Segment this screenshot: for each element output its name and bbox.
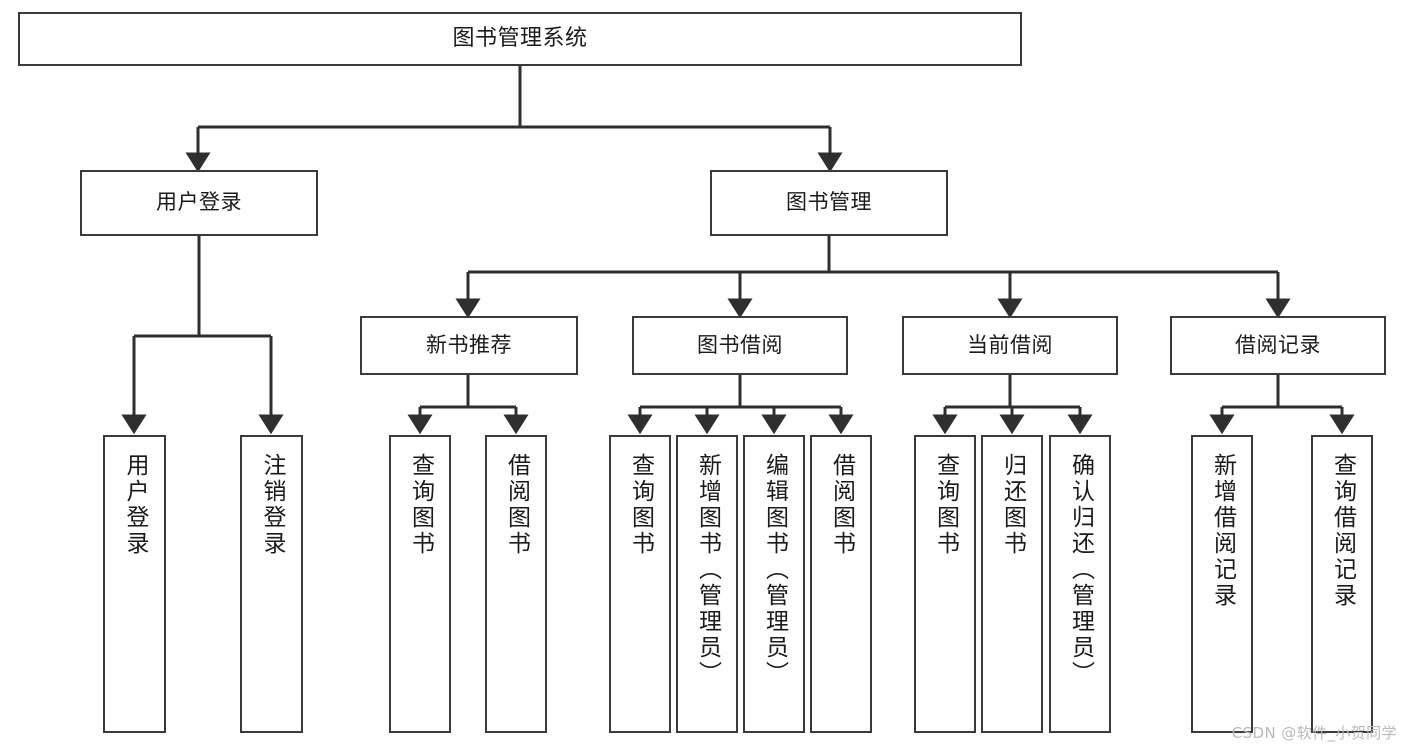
node-book-manage[interactable]: 图书管理: [710, 170, 948, 236]
node-leaf-logout-label: 注销登录: [259, 453, 285, 557]
node-leaf-newbook-borrow-books-label: 借阅图书: [503, 453, 530, 557]
node-leaf-newbook-query-books-label: 查询图书: [407, 453, 434, 557]
node-leaf-borrow-add-book-admin-label: 新增图书（管理员）: [694, 453, 721, 687]
node-leaf-borrow-borrow-books-label: 借阅图书: [828, 453, 855, 557]
watermark-text: CSDN @软件_小贺同学: [1231, 724, 1397, 742]
node-leaf-borrow-borrow-books[interactable]: 借阅图书: [810, 435, 872, 733]
node-leaf-borrow-edit-book-admin[interactable]: 编辑图书（管理员）: [743, 435, 805, 733]
node-leaf-newbook-borrow-books[interactable]: 借阅图书: [485, 435, 547, 733]
node-leaf-record-query-record[interactable]: 查询借阅记录: [1311, 435, 1373, 733]
node-leaf-borrow-query-books[interactable]: 查询图书: [609, 435, 671, 733]
node-leaf-record-query-record-label: 查询借阅记录: [1329, 453, 1356, 609]
node-borrow-record[interactable]: 借阅记录: [1170, 316, 1386, 375]
node-leaf-current-query-books[interactable]: 查询图书: [914, 435, 976, 733]
node-leaf-newbook-query-books[interactable]: 查询图书: [389, 435, 451, 733]
node-leaf-borrow-query-books-label: 查询图书: [627, 453, 654, 557]
node-new-book-recommend-label: 新书推荐: [426, 332, 512, 357]
node-leaf-user-login[interactable]: 用户登录: [103, 435, 166, 733]
node-new-book-recommend[interactable]: 新书推荐: [360, 316, 578, 375]
node-borrow-record-label: 借阅记录: [1235, 332, 1321, 357]
node-leaf-user-login-label: 用户登录: [122, 453, 148, 557]
node-current-borrow[interactable]: 当前借阅: [902, 316, 1118, 375]
node-leaf-current-query-books-label: 查询图书: [932, 453, 959, 557]
node-leaf-logout[interactable]: 注销登录: [240, 435, 303, 733]
node-leaf-current-return-books[interactable]: 归还图书: [981, 435, 1043, 733]
node-book-borrow[interactable]: 图书借阅: [632, 316, 848, 375]
node-book-borrow-label: 图书借阅: [697, 332, 783, 357]
node-leaf-borrow-add-book-admin[interactable]: 新增图书（管理员）: [676, 435, 738, 733]
node-leaf-current-confirm-return-admin-label: 确认归还（管理员）: [1067, 453, 1094, 687]
node-leaf-record-add-record-label: 新增借阅记录: [1209, 453, 1236, 609]
node-root-label: 图书管理系统: [452, 25, 588, 51]
node-leaf-record-add-record[interactable]: 新增借阅记录: [1191, 435, 1253, 733]
node-root-system[interactable]: 图书管理系统: [18, 12, 1022, 66]
node-current-borrow-label: 当前借阅: [967, 332, 1053, 357]
node-leaf-current-confirm-return-admin[interactable]: 确认归还（管理员）: [1049, 435, 1111, 733]
node-book-manage-label: 图书管理: [786, 190, 872, 215]
node-leaf-current-return-books-label: 归还图书: [999, 453, 1026, 557]
node-user-login-label: 用户登录: [156, 190, 242, 215]
node-leaf-borrow-edit-book-admin-label: 编辑图书（管理员）: [761, 453, 788, 687]
node-user-login[interactable]: 用户登录: [80, 170, 318, 236]
